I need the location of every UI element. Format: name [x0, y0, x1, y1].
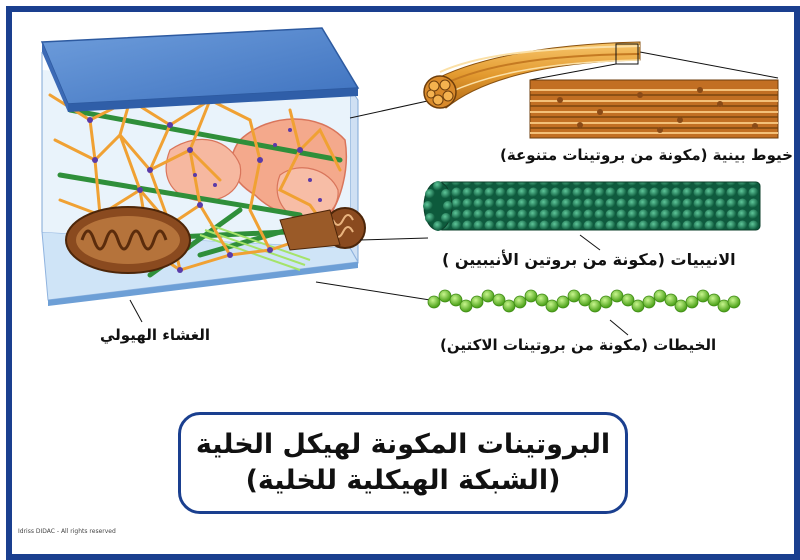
intermediate-filament-rope — [423, 41, 641, 109]
rope-cross-section — [423, 75, 457, 109]
zoom-marker — [615, 43, 639, 65]
mitochondrion-edge — [279, 207, 366, 251]
title-line-2: (الشبكة الهيكلية للخلية) — [245, 465, 561, 496]
microtubule — [423, 181, 761, 231]
title-line-1: البروتينات المكونة لهيكل الخلية — [195, 429, 611, 460]
actin-filament — [427, 289, 741, 313]
mitochondrion — [65, 206, 191, 274]
label-intermediate-filaments: خيوط بينية (مكونة من بروتينات متنوعة) — [500, 146, 793, 164]
title-box: البروتينات المكونة لهيكل الخلية (الشبكة … — [178, 412, 628, 514]
label-plasma-membrane: الغشاء الهيولي — [100, 326, 211, 344]
copyright-credit: Idriss DIDAC - All rights reserved — [18, 528, 116, 535]
cell-block — [40, 27, 366, 306]
label-microfilaments: الخيطات (مكونة من بروتينات الاكتين) — [440, 336, 717, 354]
zoomed-filament-bundle — [529, 79, 779, 139]
label-microtubules: الانيبيات (مكونة من بروتين الأنيبيين ) — [442, 250, 736, 269]
leader-lines — [129, 51, 779, 336]
